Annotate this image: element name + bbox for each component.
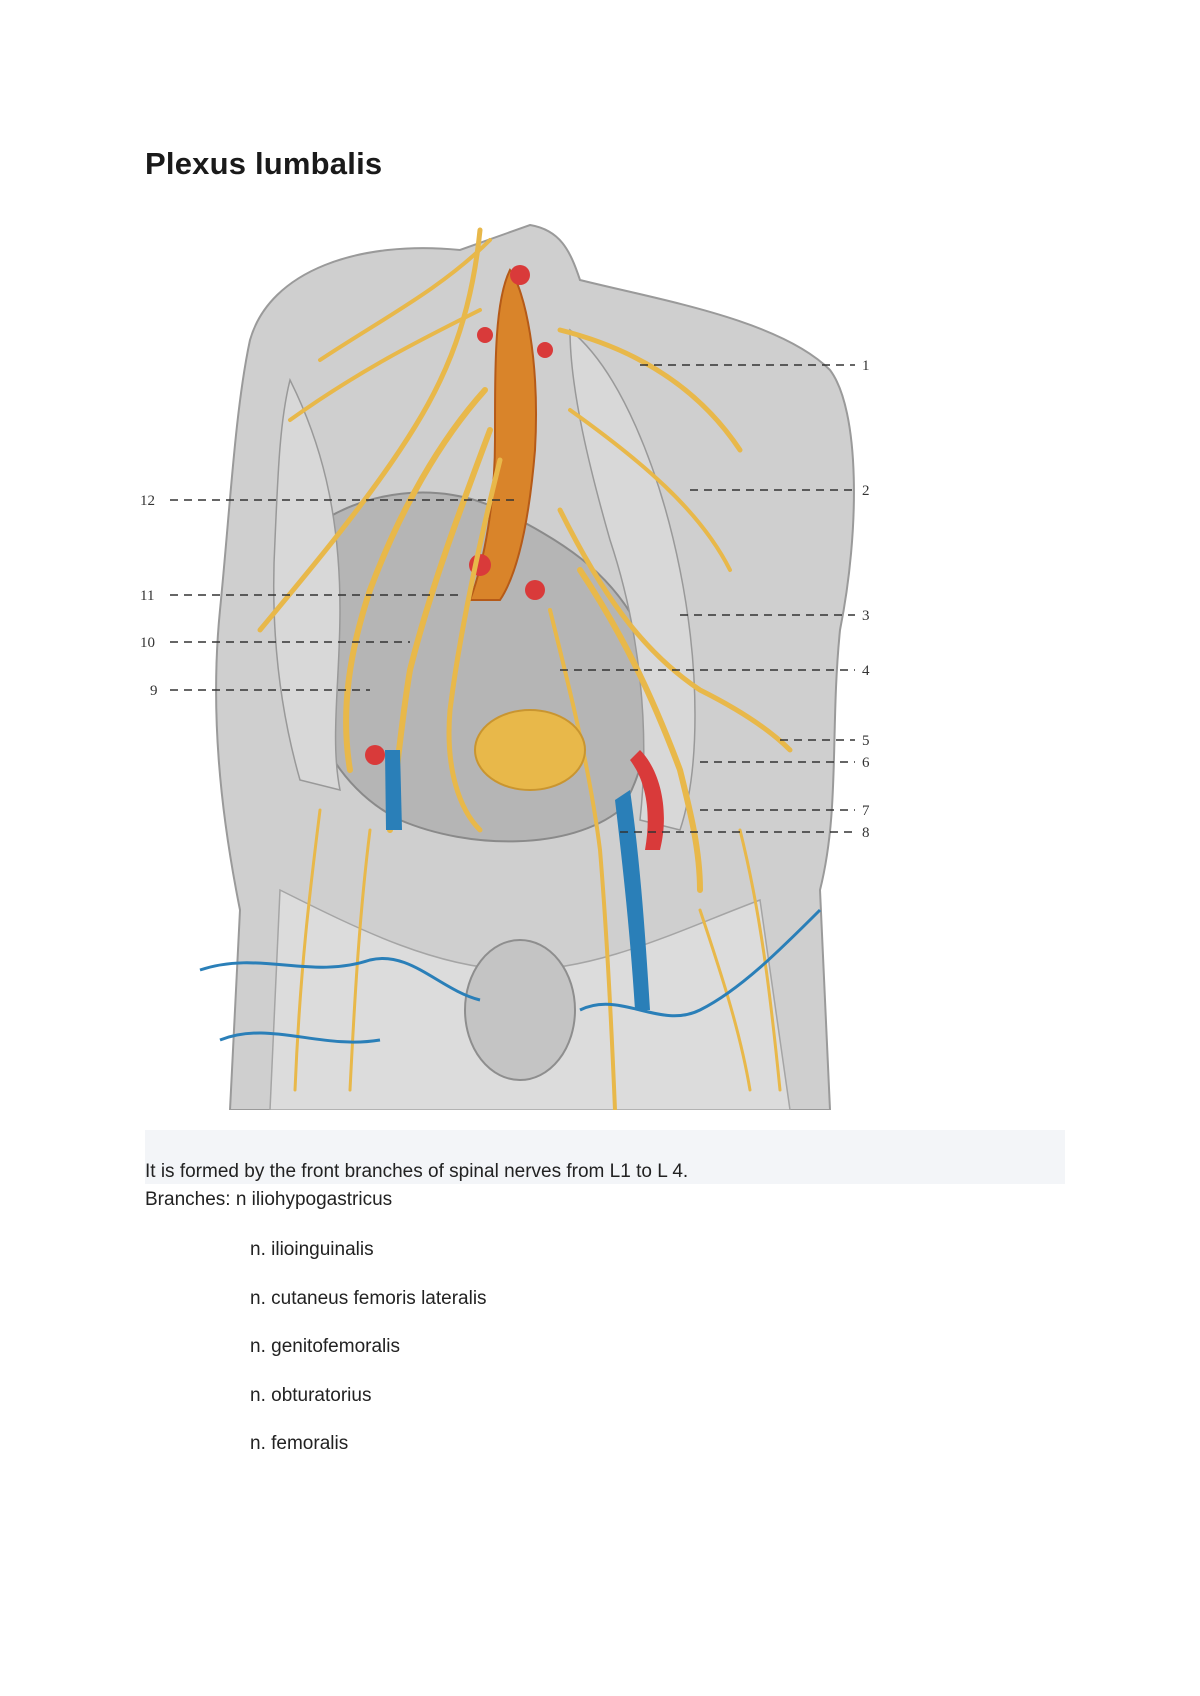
figure-label-12: 12 (140, 493, 155, 509)
scrotum (464, 939, 576, 1081)
figure-label-6: 6 (862, 755, 870, 771)
list-item: n. genitofemoralis (250, 1336, 400, 1357)
figure-label-2: 2 (862, 483, 870, 499)
figure-label-7: 7 (862, 803, 870, 819)
list-item: n. cutaneus femoris lateralis (250, 1287, 487, 1309)
anatomical-illustration: 1 2 3 4 5 6 7 8 9 10 11 12 (140, 223, 870, 1110)
list-item: n. femoralis (250, 1433, 349, 1454)
femoral-vein (615, 790, 650, 1010)
figure-label-4: 4 (862, 663, 870, 679)
nerve-bundle (474, 709, 586, 791)
figure-label-9: 9 (150, 683, 158, 699)
figure-label-8: 8 (862, 825, 870, 841)
femoral-artery (630, 750, 664, 850)
body-text: It is formed by the front branches of sp… (145, 1158, 688, 1214)
aorta (468, 268, 537, 601)
muscle-left (272, 377, 341, 792)
leader-lines (170, 364, 855, 833)
figure-label-3: 3 (862, 608, 870, 624)
superficial-veins (199, 908, 822, 1044)
nerve-branches (257, 227, 793, 1110)
artery-stump (537, 342, 553, 358)
branches-heading: Branches: n iliohypogastricus (145, 1189, 393, 1210)
branch-list: n. ilioinguinalis n. cutaneus femoris la… (250, 1238, 487, 1481)
artery-stump (510, 265, 530, 285)
list-item: n. ilioinguinalis (250, 1239, 374, 1260)
iliac-vein-left (385, 750, 402, 830)
iliac-artery-left (365, 745, 385, 765)
page-title: Plexus lumbalis (145, 146, 383, 181)
list-item: n. obturatorius (250, 1384, 372, 1406)
artery-stump (477, 327, 493, 343)
figure-label-10: 10 (140, 635, 155, 651)
figure-label-5: 5 (862, 733, 870, 749)
intro-sentence: It is formed by the front branches of sp… (145, 1161, 689, 1182)
text-highlight (145, 1130, 1065, 1184)
figure-label-1: 1 (862, 358, 870, 374)
figure-label-11: 11 (140, 588, 154, 604)
artery-stump (525, 580, 545, 600)
